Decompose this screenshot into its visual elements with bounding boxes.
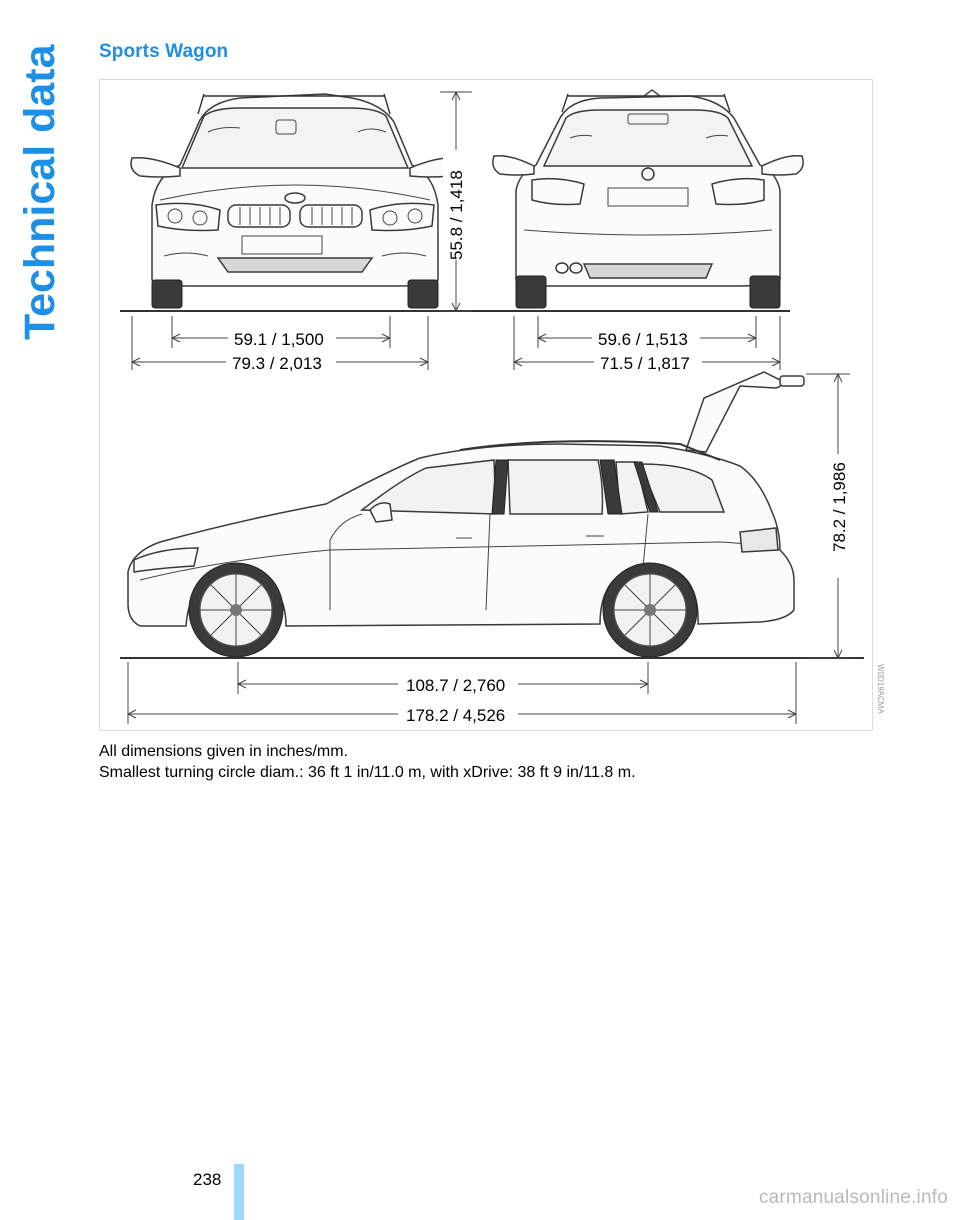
rear-width-dimension: 71.5 / 1,817 bbox=[512, 316, 782, 373]
side-view-car bbox=[127, 371, 805, 658]
height-tailgate-open-dimension: 78.2 / 1,986 bbox=[806, 372, 851, 660]
rear-view-car bbox=[492, 89, 804, 309]
length-label: 178.2 / 4,526 bbox=[406, 706, 505, 725]
page-title: Sports Wagon bbox=[99, 41, 229, 62]
front-track-dimension: 59.1 / 1,500 bbox=[170, 316, 392, 349]
dimensions-note: All dimensions given in inches/mm. bbox=[99, 743, 348, 760]
figure-code: W0D19ACMA bbox=[874, 664, 888, 734]
front-width-label: 79.3 / 2,013 bbox=[232, 354, 322, 373]
turning-circle-note: Smallest turning circle diam.: 36 ft 1 i… bbox=[99, 764, 636, 781]
front-track-label: 59.1 / 1,500 bbox=[234, 330, 324, 349]
front-width-dimension: 79.3 / 2,013 bbox=[130, 316, 430, 373]
section-label: Technical data bbox=[18, 40, 62, 340]
page-number: 238 bbox=[193, 1170, 222, 1189]
wheelbase-label: 108.7 / 2,760 bbox=[406, 676, 505, 695]
vehicle-dimensions-figure: 55.8 / 1,418 59.1 / 1,500 79.3 / 2,013 5… bbox=[99, 79, 873, 731]
watermark: carmanualsonline.info bbox=[758, 1187, 948, 1208]
front-view-car bbox=[130, 93, 460, 309]
height-tailgate-open-label: 78.2 / 1,986 bbox=[830, 462, 849, 552]
rear-track-dimension: 59.6 / 1,513 bbox=[536, 316, 758, 349]
front-height-label: 55.8 / 1,418 bbox=[447, 170, 466, 260]
figure-code-text: W0D19ACMA bbox=[876, 664, 885, 714]
length-dimension: 178.2 / 4,526 bbox=[126, 662, 798, 725]
wheelbase-dimension: 108.7 / 2,760 bbox=[236, 662, 650, 695]
section-label-text: Technical data bbox=[18, 43, 62, 340]
rear-width-label: 71.5 / 1,817 bbox=[600, 354, 690, 373]
vehicle-dimensions-drawing: 55.8 / 1,418 59.1 / 1,500 79.3 / 2,013 5… bbox=[120, 89, 864, 725]
rear-track-label: 59.6 / 1,513 bbox=[598, 330, 688, 349]
front-height-dimension: 55.8 / 1,418 bbox=[440, 90, 472, 313]
page-number-bar bbox=[234, 1164, 244, 1220]
